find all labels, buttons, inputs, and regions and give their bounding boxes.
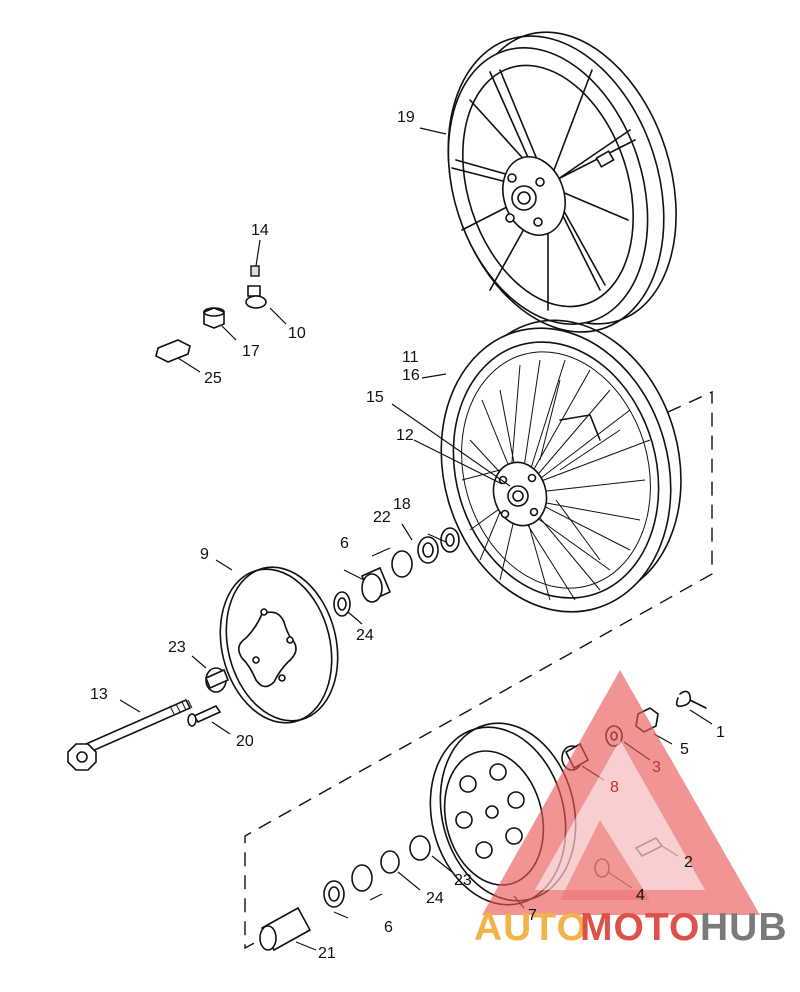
callout-13: 13 [90,686,108,703]
callout-12: 12 [396,427,414,444]
cast-wheel [447,31,677,333]
callout-17: 17 [242,343,260,360]
callout-18: 18 [393,496,411,513]
callout-14: 14 [251,222,269,239]
valve-parts [155,265,267,363]
callout-24a: 24 [356,627,374,644]
callout-9: 9 [200,546,209,563]
callout-10: 10 [288,325,306,342]
callout-23a: 23 [168,639,186,656]
spoked-wheel [440,319,682,613]
automotohub-wordmark: AUTO MOTO HUB [474,906,788,949]
watermark-part3: HUB [700,906,788,949]
watermark-part1: AUTO [474,906,588,949]
callout-5: 5 [680,741,689,758]
callout-11: 11 [402,349,419,366]
callout-25: 25 [204,370,222,387]
callout-labels: 19 14 10 17 25 11 16 15 12 18 22 6 9 24 … [90,109,725,962]
axle-parts [67,667,230,771]
callout-2: 2 [684,854,693,871]
callout-1: 1 [716,724,725,741]
callout-4: 4 [636,887,645,904]
automotohub-logo [482,670,760,915]
watermark-part2: MOTO [580,906,700,949]
callout-24b: 24 [426,890,444,907]
callout-8: 8 [610,779,619,796]
callout-16: 16 [402,367,420,384]
callout-23b: 23 [454,872,472,889]
callout-21: 21 [318,945,336,962]
hub-bearings [333,527,460,617]
callout-19: 19 [397,109,415,126]
callout-7: 7 [528,907,537,924]
callout-6b: 6 [384,919,393,936]
callout-20: 20 [236,733,254,750]
callout-6a: 6 [340,535,349,552]
callout-15: 15 [366,389,384,406]
brake-rotor [219,566,339,724]
callout-3: 3 [652,759,661,776]
callout-22: 22 [373,509,391,526]
